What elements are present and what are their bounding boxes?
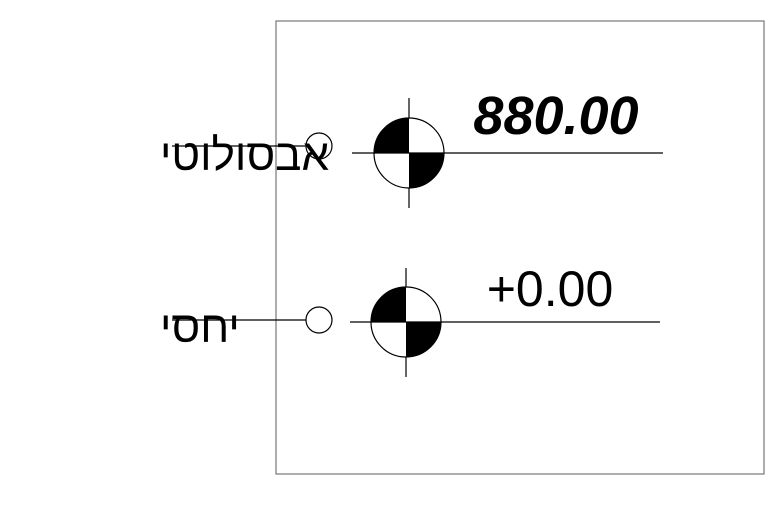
relative-elevation-marker-icon <box>370 286 442 358</box>
relative-leader-circle <box>305 306 333 334</box>
relative-elevation-group: יחסי +0.00 <box>160 261 660 377</box>
absolute-value: 880.00 <box>473 86 638 146</box>
relative-value: +0.00 <box>487 261 614 317</box>
sheet-frame <box>275 20 765 475</box>
relative-label: יחסי <box>160 303 240 352</box>
absolute-elevation-group: אבסולוטי 880.00 <box>160 86 663 208</box>
absolute-elevation-marker-icon <box>373 117 445 189</box>
absolute-label: אבסולוטי <box>160 131 329 180</box>
absolute-leader-circle <box>305 132 333 160</box>
